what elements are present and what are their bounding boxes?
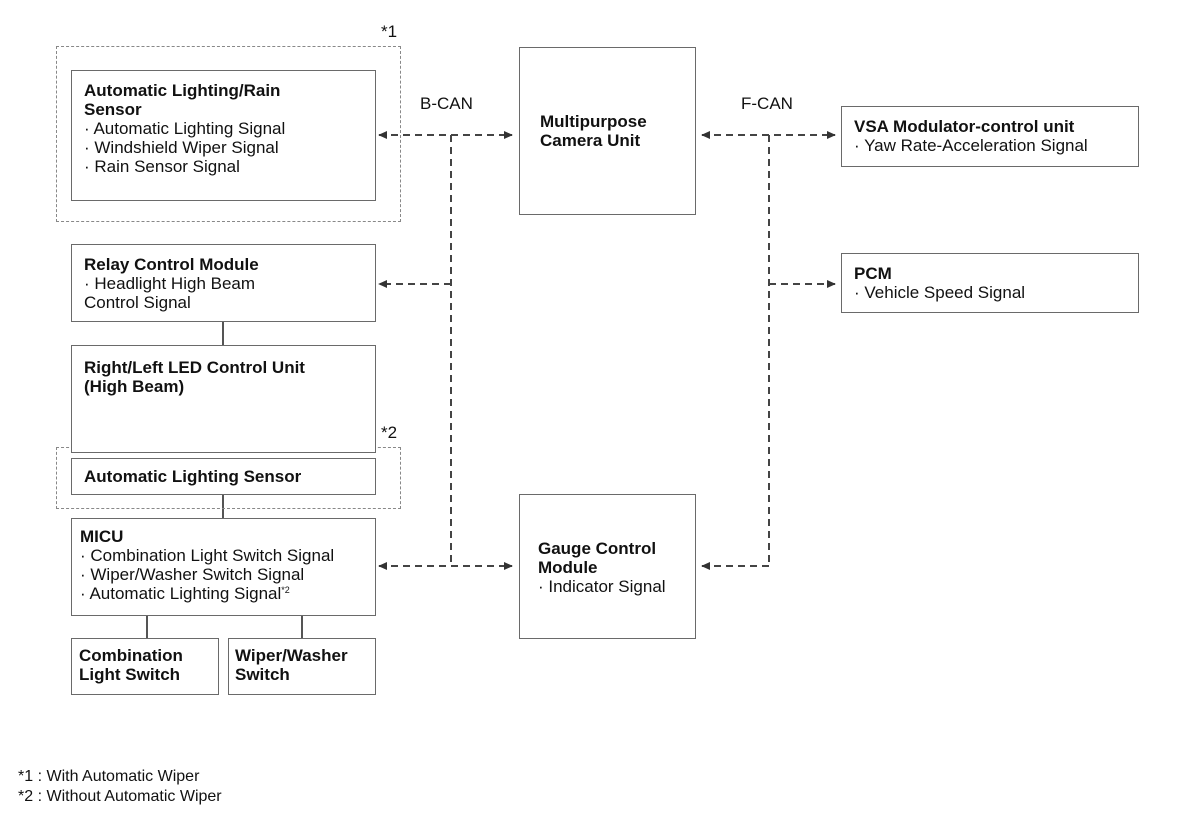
bcan-label: B-CAN <box>420 94 473 113</box>
micu-signal-row: · Automatic Lighting Signal*2 <box>80 584 375 603</box>
rain-sensor-signal: · Windshield Wiper Signal <box>84 138 279 157</box>
micu-signal-note: *2 <box>281 585 290 595</box>
micu-title: MICU <box>80 527 124 546</box>
relay-title: Relay Control Module <box>84 255 259 274</box>
rain-sensor-box: Automatic Lighting/Rain Sensor · Automat… <box>71 70 376 201</box>
vsa-box: VSA Modulator-control unit · Yaw Rate-Ac… <box>841 106 1139 167</box>
vsa-signal: · Yaw Rate-Acceleration Signal <box>854 136 1088 155</box>
pcm-signal: · Vehicle Speed Signal <box>854 283 1026 302</box>
relay-signal: · Headlight High Beam Control Signal <box>84 274 256 312</box>
micu-box: MICU · Combination Light Switch Signal ·… <box>71 518 376 616</box>
light-sensor-title: Automatic Lighting Sensor <box>84 467 302 486</box>
combination-switch-box: Combination Light Switch <box>71 638 219 695</box>
gauge-signal: · Indicator Signal <box>538 577 666 596</box>
combination-switch-title: Combination Light Switch <box>79 646 183 684</box>
rain-sensor-title: Automatic Lighting/Rain Sensor <box>84 81 281 119</box>
option1-dashed-frame <box>56 46 401 222</box>
gauge-title: Gauge Control Module <box>538 539 657 577</box>
legend-item: *1 : With Automatic Wiper <box>18 768 200 785</box>
option1-marker: *1 <box>381 22 398 41</box>
micu-signal: · Wiper/Washer Switch Signal <box>80 565 305 584</box>
legend-item: *2 : Without Automatic Wiper <box>18 788 222 805</box>
led-unit-title: Right/Left LED Control Unit (High Beam) <box>84 358 305 396</box>
pcm-box: PCM · Vehicle Speed Signal <box>841 253 1139 313</box>
micu-signal: · Automatic Lighting Signal <box>80 584 282 603</box>
gauge-box: Gauge Control Module · Indicator Signal <box>519 494 696 639</box>
fcan-label: F-CAN <box>741 94 793 113</box>
camera-box: Multipurpose Camera Unit <box>519 47 696 215</box>
option2-marker: *2 <box>381 423 398 442</box>
light-sensor-box: Automatic Lighting Sensor <box>71 458 376 495</box>
vsa-title: VSA Modulator-control unit <box>854 117 1075 136</box>
micu-signal: · Combination Light Switch Signal <box>80 546 335 565</box>
wiper-switch-title: Wiper/Washer Switch <box>235 646 348 684</box>
rain-sensor-signal: · Rain Sensor Signal <box>84 157 240 176</box>
camera-title: Multipurpose Camera Unit <box>540 112 647 150</box>
rain-sensor-signal: · Automatic Lighting Signal <box>84 119 286 138</box>
led-unit-box: Right/Left LED Control Unit (High Beam) <box>71 345 376 453</box>
wiper-switch-box: Wiper/Washer Switch <box>228 638 376 695</box>
pcm-title: PCM <box>854 264 892 283</box>
relay-box: Relay Control Module · Headlight High Be… <box>71 244 376 322</box>
